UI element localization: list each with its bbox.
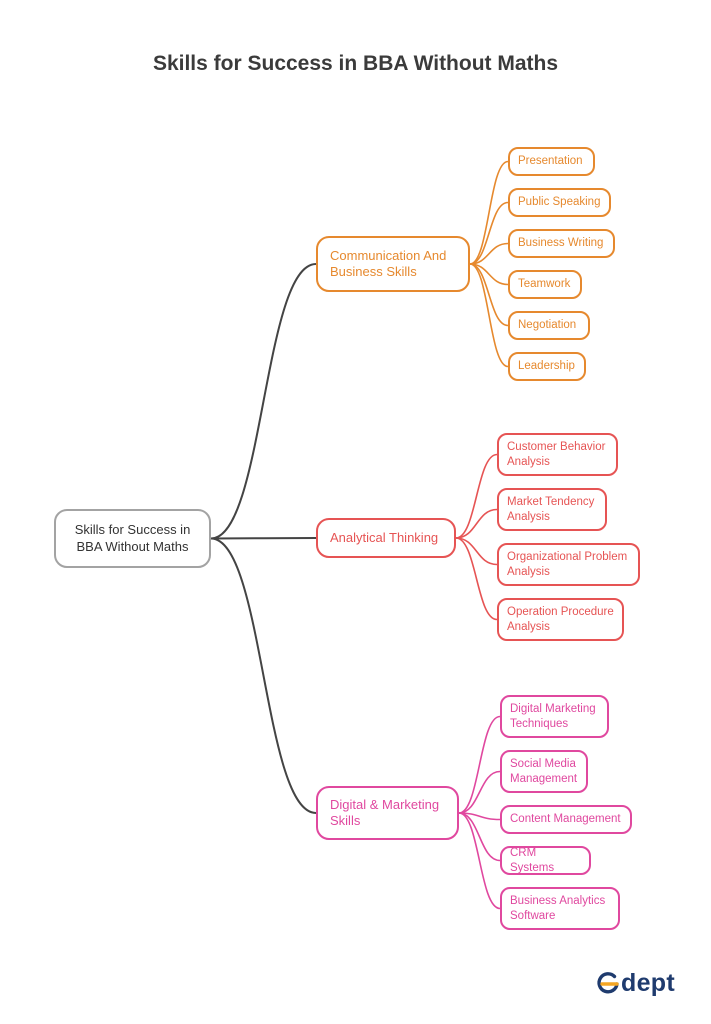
leaf-label: Market Tendency Analysis — [507, 496, 595, 523]
leaf-node[interactable]: Customer Behavior Analysis — [497, 433, 618, 476]
leaf-label: Operation Procedure Analysis — [507, 606, 614, 633]
logo-text: dept — [621, 968, 675, 997]
branch-to-leaf-connector — [469, 263, 509, 327]
leaf-node[interactable]: Business Writing — [508, 229, 615, 258]
leaf-node[interactable]: Social Media Management — [500, 750, 588, 793]
edept-e-logo-icon — [597, 972, 619, 994]
leaf-node[interactable]: Leadership — [508, 352, 586, 381]
leaf-node[interactable]: Content Management — [500, 805, 632, 834]
root-to-branch-connector — [210, 263, 317, 540]
branch-to-leaf-connector — [455, 537, 498, 621]
leaf-label: Public Speaking — [518, 196, 601, 209]
leaf-node[interactable]: Organizational Problem Analysis — [497, 543, 640, 586]
branch-to-leaf-connector — [455, 453, 498, 539]
branch-to-leaf-connector — [469, 160, 509, 265]
leaf-node[interactable]: Operation Procedure Analysis — [497, 598, 624, 641]
leaf-label: Digital Marketing Techniques — [510, 703, 596, 730]
branch-node-communication[interactable]: Communication And Business Skills — [316, 236, 470, 292]
leaf-node[interactable]: Negotiation — [508, 311, 590, 340]
branch-to-leaf-connector — [469, 201, 509, 265]
branch-to-leaf-connector — [469, 242, 509, 265]
leaf-node[interactable]: Market Tendency Analysis — [497, 488, 607, 531]
branch-label: Analytical Thinking — [330, 529, 439, 545]
leaf-label: CRM Systems — [510, 847, 555, 874]
leaf-label: Business Analytics Software — [510, 895, 606, 922]
branch-node-digital[interactable]: Digital & Marketing Skills — [316, 786, 459, 840]
branch-to-leaf-connector — [458, 812, 501, 910]
leaf-node[interactable]: Public Speaking — [508, 188, 611, 217]
leaf-node[interactable]: CRM Systems — [500, 846, 591, 875]
leaf-label: Negotiation — [518, 319, 577, 332]
branch-label: Digital & Marketing Skills — [330, 796, 440, 828]
branch-to-leaf-connector — [458, 770, 501, 814]
branch-node-analytical[interactable]: Analytical Thinking — [316, 518, 456, 558]
leaf-label: Organizational Problem Analysis — [507, 551, 628, 578]
leaf-label: Social Media Management — [510, 758, 578, 785]
branch-to-leaf-connector — [458, 812, 501, 862]
branch-to-leaf-connector — [458, 715, 501, 814]
leaf-label: Business Writing — [518, 237, 604, 250]
edept-logo: dept — [596, 965, 675, 1001]
root-to-branch-connector — [210, 537, 317, 540]
root-to-branch-connector — [210, 537, 317, 814]
leaf-node[interactable]: Teamwork — [508, 270, 582, 299]
leaf-node[interactable]: Digital Marketing Techniques — [500, 695, 609, 738]
leaf-label: Leadership — [518, 360, 575, 373]
branch-to-leaf-connector — [469, 263, 509, 368]
leaf-label: Content Management — [510, 813, 621, 826]
leaf-label: Teamwork — [518, 278, 571, 291]
leaf-node[interactable]: Business Analytics Software — [500, 887, 620, 930]
root-node[interactable]: Skills for Success in BBA Without Maths — [54, 509, 211, 568]
branch-to-leaf-connector — [455, 508, 498, 539]
diagram-title: Skills for Success in BBA Without Maths — [152, 52, 559, 75]
root-node-label: Skills for Success in BBA Without Maths — [74, 522, 191, 554]
leaf-node[interactable]: Presentation — [508, 147, 595, 176]
leaf-label: Customer Behavior Analysis — [507, 441, 606, 468]
branch-to-leaf-connector — [455, 537, 498, 566]
leaf-label: Presentation — [518, 155, 583, 168]
branch-label: Communication And Business Skills — [330, 247, 447, 279]
